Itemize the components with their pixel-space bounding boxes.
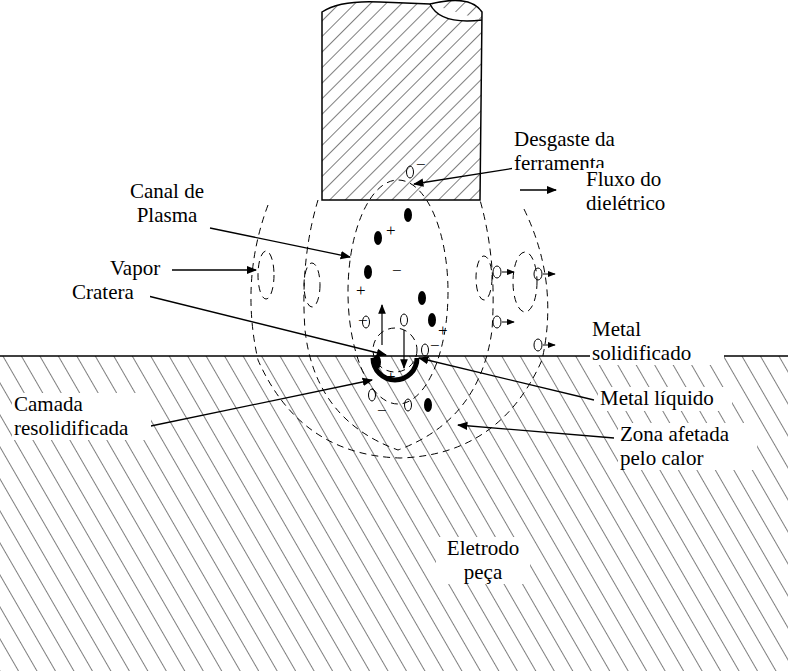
part-label: Cratera	[70, 281, 150, 305]
charge-sign: −	[430, 337, 444, 354]
part-label: Camada resolidificada	[12, 393, 151, 440]
charge-sign: +	[386, 222, 400, 239]
ions	[364, 208, 436, 412]
plasma-channel	[348, 180, 448, 404]
vapor-bubble	[258, 251, 274, 299]
charge-arrows	[382, 305, 404, 368]
charge-sign: −	[416, 156, 430, 173]
vapor-bubble	[476, 256, 492, 300]
charge-sign: +	[386, 368, 400, 385]
charge-sign: +	[438, 322, 452, 339]
part-label: Vapor	[108, 257, 172, 281]
charge-sign: −	[358, 312, 372, 329]
node-text: Eletrodo peça	[436, 537, 530, 584]
part-label: Zona afetada pelo calor	[618, 423, 757, 470]
ejected-particles	[493, 266, 555, 351]
vapor-bubble	[304, 263, 320, 307]
part-label: Metal solidificado	[590, 318, 724, 365]
part-label: Metal líquido	[598, 387, 732, 411]
charge-sign: −	[377, 402, 391, 419]
vapor-bubble	[513, 252, 537, 312]
part-label: Canal de Plasma	[120, 180, 214, 227]
tool-end-curve	[430, 4, 482, 21]
tool-electrode	[322, 0, 482, 200]
charge-sign: +	[356, 282, 370, 299]
electrons	[363, 166, 429, 411]
part-label: Fluxo do dielétrico	[584, 168, 713, 215]
melt-zone	[373, 328, 417, 372]
charge-sign: −	[392, 262, 406, 279]
dielectric-zone	[251, 205, 548, 458]
leader-lines	[146, 168, 614, 438]
vapor-bubble	[304, 200, 493, 450]
